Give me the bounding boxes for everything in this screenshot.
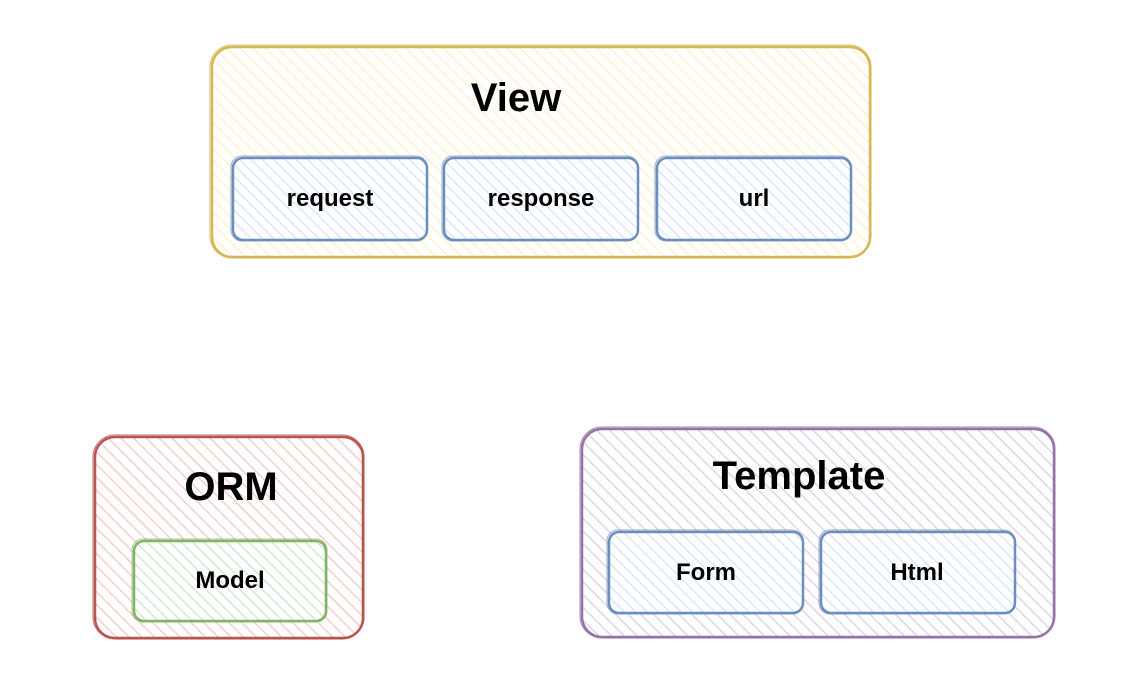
view-item-request-label: request xyxy=(287,185,374,212)
orm-item-model-label: Model xyxy=(195,567,264,594)
view-item-url-label: url xyxy=(739,185,770,212)
template-group: Template Form Html xyxy=(579,426,1056,639)
view-item-response-label: response xyxy=(488,185,595,212)
template-item-form: Form xyxy=(606,529,805,615)
orm-group: ORM Model xyxy=(92,434,365,640)
template-item-form-label: Form xyxy=(676,559,736,586)
view-item-request: request xyxy=(230,155,429,242)
orm-item-model: Model xyxy=(131,538,328,623)
view-group: View request response url xyxy=(209,44,872,259)
template-item-html-label: Html xyxy=(890,559,943,586)
template-item-html: Html xyxy=(818,529,1017,615)
orm-title: ORM xyxy=(184,465,277,509)
view-title: View xyxy=(471,76,562,120)
view-item-url: url xyxy=(654,155,853,242)
view-item-response: response xyxy=(441,155,640,242)
template-title: Template xyxy=(713,454,886,498)
